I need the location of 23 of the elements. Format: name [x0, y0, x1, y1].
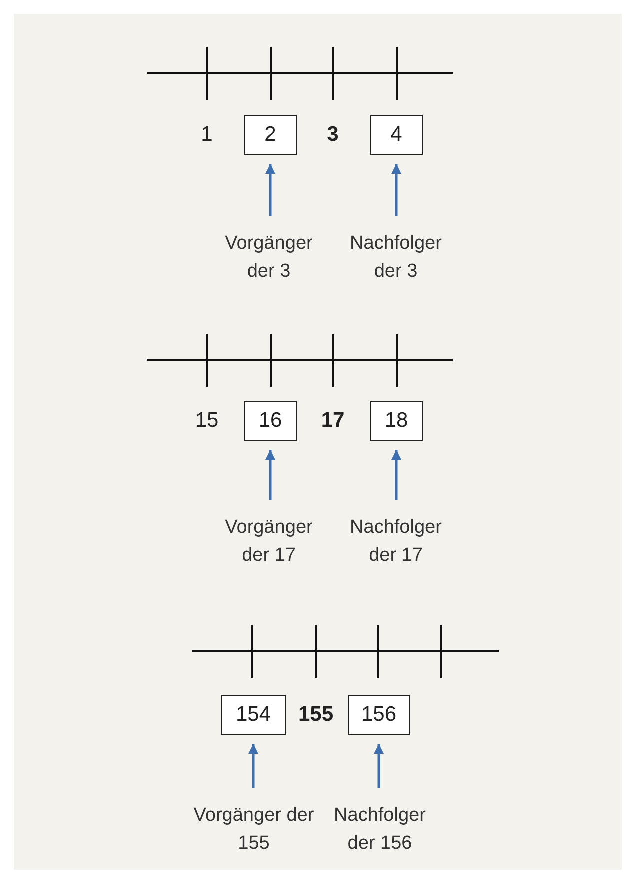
number-box: 16	[244, 401, 297, 441]
arrow-caption: Nachfolger der 156	[318, 802, 442, 858]
arrow	[374, 744, 384, 788]
arrow-caption: Vorgänger der 155	[192, 802, 316, 858]
arrow-caption: Vorgänger der 3	[209, 230, 329, 286]
number-box: 2	[244, 115, 297, 155]
arrow-caption: Nachfolger der 17	[336, 514, 456, 570]
number-label: 155	[298, 703, 334, 727]
number-box: 4	[370, 115, 423, 155]
number-label: 3	[327, 123, 339, 147]
arrow	[248, 744, 258, 788]
arrow	[266, 450, 276, 500]
arrow	[392, 164, 402, 216]
number-box: 154	[221, 695, 286, 735]
number-label: 15	[195, 409, 219, 433]
arrow	[392, 450, 402, 500]
arrow-caption: Nachfolger der 3	[336, 230, 456, 286]
number-label: 17	[321, 409, 345, 433]
number-box: 18	[370, 401, 423, 441]
arrow-caption: Vorgänger der 17	[209, 514, 329, 570]
number-box: 156	[348, 695, 410, 735]
number-label: 1	[201, 123, 213, 147]
arrow	[266, 164, 276, 216]
